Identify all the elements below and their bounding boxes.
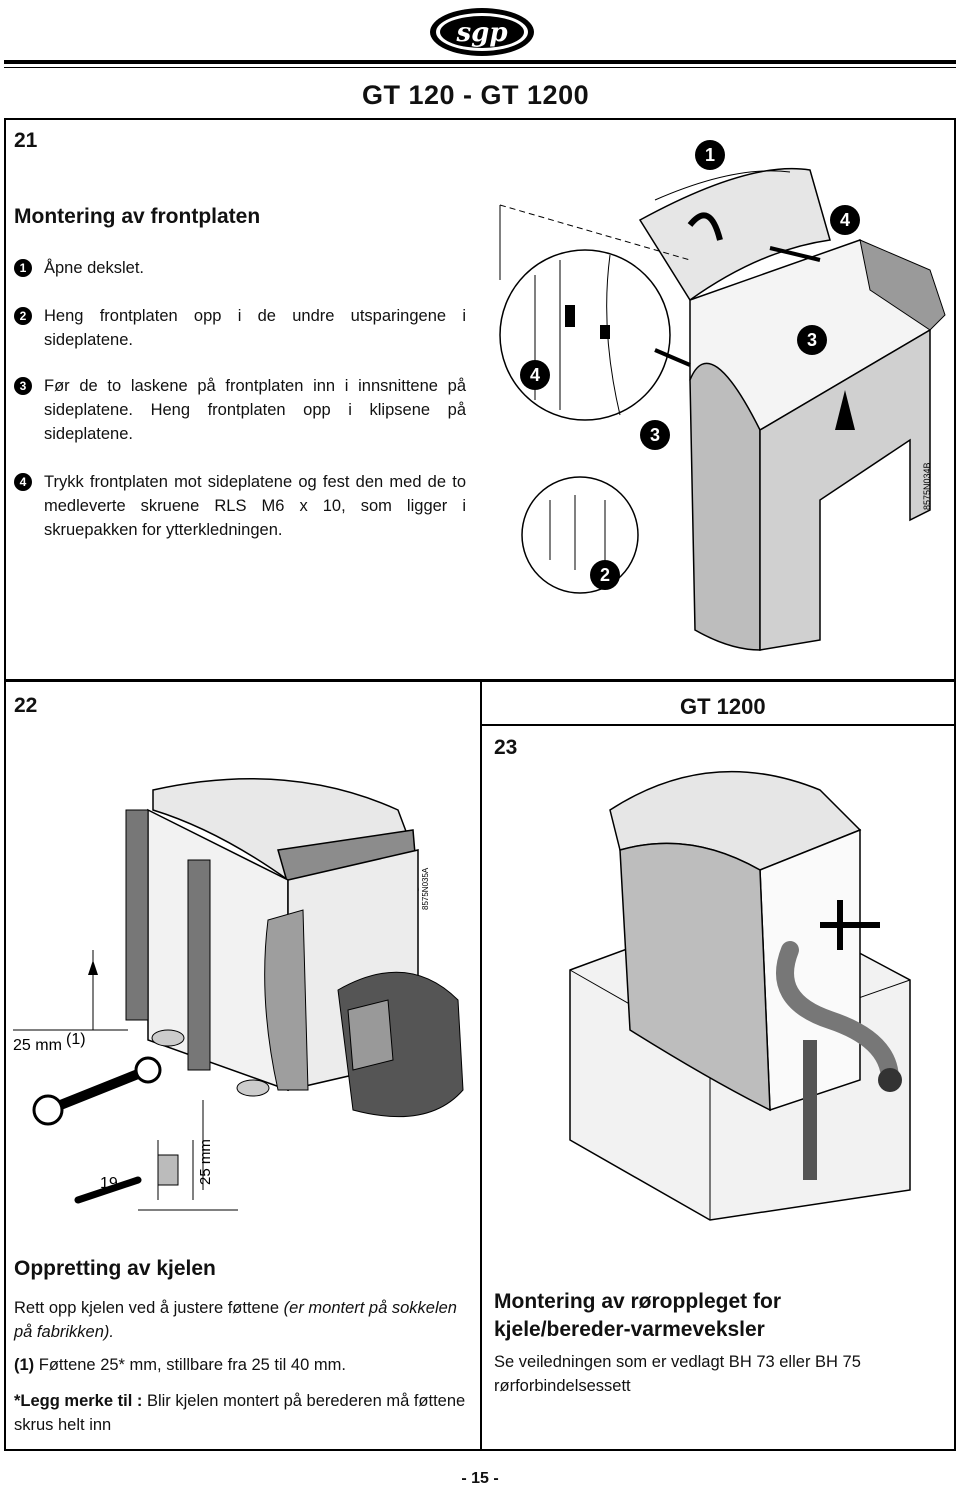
section-22-para: Rett opp kjelen ved å justere føttene (e… (14, 1296, 466, 1344)
section-23-number: 23 (494, 736, 518, 759)
para-italic: (er montert på sokkelen på fabrikken). (14, 1299, 457, 1341)
section-22-number: 22 (14, 694, 38, 717)
section-23-divider (482, 724, 956, 726)
page-title: GT 120 - GT 1200 (362, 80, 590, 110)
section-22-note1: (1) Føttene 25* mm, stillbare fra 25 til… (14, 1353, 466, 1377)
dim-ref: (1) (66, 1031, 86, 1048)
sgp-logo: sgp (430, 8, 534, 56)
callout-3: 3 (807, 330, 817, 350)
boiler-leveling-illustration: 25 mm (1) 19 25 mm 8575N035A (13, 778, 464, 1211)
front-panel-illustration: 1 4 3 4 3 2 8575N034B (499, 140, 946, 651)
note1-ref: (1) (14, 1356, 35, 1374)
dim-label: 25 mm (13, 1037, 62, 1054)
logo-text: sgp (456, 18, 508, 48)
callout-3b: 3 (650, 425, 660, 445)
vert-dim-label: 25 mm (197, 1139, 214, 1185)
note2-text: Blir kjelen montert på berederen må føtt… (14, 1392, 466, 1434)
section-23-heading: Montering av røroppleget for kjele/bered… (494, 1290, 782, 1341)
page-number: - 15 - (461, 1470, 499, 1487)
step-marker: 4 (14, 473, 32, 491)
section-23-model: GT 1200 (680, 694, 766, 719)
figure-code: 8575N034B (922, 462, 932, 510)
step-marker: 1 (14, 259, 32, 277)
tool-ref: 19 (100, 1175, 118, 1192)
section-21-heading: Montering av frontplaten (14, 205, 261, 228)
note1-text: Føttene 25* mm, stillbare fra 25 til 40 … (34, 1356, 346, 1374)
callout-2: 2 (600, 565, 610, 585)
section-22-note2: *Legg merke til : Blir kjelen montert på… (14, 1389, 466, 1437)
figure-22-code: 8575N035A (421, 867, 430, 910)
step-1: 1 Åpne dekslet. (14, 256, 466, 280)
header-rule (4, 60, 956, 64)
note2-label: *Legg merke til : (14, 1392, 143, 1410)
callout-4: 4 (840, 210, 850, 230)
step-2: 2 Heng frontplaten opp i de undre utspar… (14, 304, 466, 352)
step-text: Heng frontplaten opp i de undre utsparin… (44, 307, 466, 349)
step-4: 4 Trykk frontplaten mot sideplatene og f… (14, 470, 466, 542)
callout-4b: 4 (530, 365, 540, 385)
section-22-heading: Oppretting av kjelen (14, 1257, 216, 1280)
step-text: Trykk frontplaten mot sideplatene og fes… (44, 473, 466, 539)
section-23-frame (480, 680, 956, 1451)
step-text: Åpne dekslet. (44, 259, 144, 277)
pipe-assembly-illustration (569, 770, 911, 1221)
section-23-text: Se veiledningen som er vedlagt BH 73 ell… (494, 1353, 861, 1395)
step-marker: 2 (14, 307, 32, 325)
header-rule-thin (4, 67, 956, 68)
para-plain: Rett opp kjelen ved å justere føttene (14, 1299, 284, 1317)
callout-1: 1 (705, 145, 715, 165)
step-3: 3 Før de to laskene på frontplaten inn i… (14, 374, 466, 446)
section-21-number: 21 (14, 129, 38, 152)
step-text: Før de to laskene på frontplaten inn i i… (44, 377, 466, 443)
step-marker: 3 (14, 377, 32, 395)
